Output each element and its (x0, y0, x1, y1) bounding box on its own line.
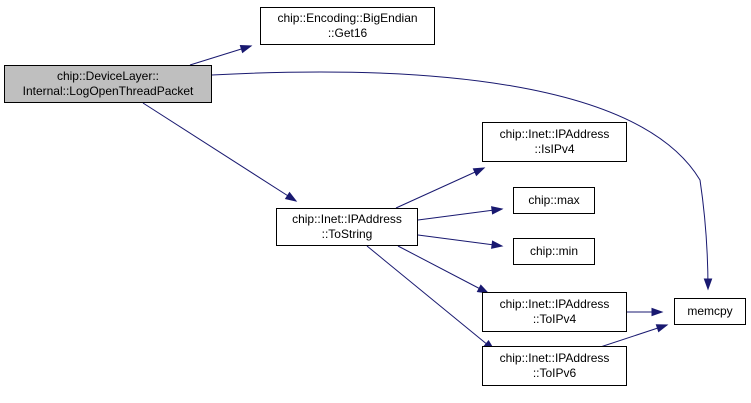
edge-log-to-get16 (189, 45, 253, 66)
node-label-line-1: memcpy (687, 304, 733, 318)
node-label-line-2: ::ToString (321, 227, 373, 241)
arrowhead-icon (239, 45, 253, 54)
arrowhead-icon (655, 324, 669, 333)
node-label-line-2: ::ToIPv4 (532, 312, 577, 326)
node-label-line-1: chip::Encoding::BigEndian (277, 11, 418, 25)
node-label-line-1: chip::Inet::IPAddress (499, 351, 610, 365)
node-label-line-1: chip::min (529, 244, 579, 258)
edge-tostring-to-max (417, 206, 504, 221)
arrowhead-icon (491, 240, 504, 249)
edge-tostring-to-isipv4 (395, 167, 486, 209)
node-chip-min[interactable]: chip::min (513, 238, 595, 265)
node-ipaddress-toipv4[interactable]: chip::Inet::IPAddress ::ToIPv4 (482, 292, 627, 332)
edge-line (397, 245, 489, 294)
node-label-line-1: chip::max (528, 193, 580, 207)
edge-toipv4-to-memcpy (627, 307, 664, 317)
edge-line (211, 71, 709, 290)
node-label-line-2: ::Get16 (327, 26, 368, 40)
edge-tostring-to-min (417, 234, 504, 249)
arrowhead-icon (472, 167, 486, 177)
edge-line (142, 102, 297, 202)
node-ipaddress-isipv4[interactable]: chip::Inet::IPAddress ::IsIPv4 (482, 122, 627, 162)
arrowhead-icon (651, 307, 664, 317)
edge-tostring-to-toipv4 (397, 245, 490, 294)
node-label-line-2: Internal::LogOpenThreadPacket (22, 84, 194, 98)
arrowhead-icon (703, 278, 713, 291)
edge-line (417, 234, 503, 247)
arrowhead-icon (284, 191, 298, 202)
edge-line (395, 167, 485, 209)
node-label-line-1: chip::DeviceLayer:: (56, 69, 160, 83)
node-memcpy[interactable]: memcpy (674, 298, 746, 325)
node-label-line-1: chip::Inet::IPAddress (499, 297, 610, 311)
edge-line (366, 245, 495, 351)
edge-log-to-tostring (142, 102, 298, 202)
node-ipaddress-tostring[interactable]: chip::Inet::IPAddress ::ToString (276, 208, 418, 246)
edge-log-to-memcpy (211, 71, 713, 291)
node-chip-max[interactable]: chip::max (513, 187, 595, 214)
edge-line (189, 45, 252, 66)
node-label-line-2: ::IsIPv4 (534, 142, 575, 156)
node-label-line-1: chip::Inet::IPAddress (292, 212, 402, 226)
node-big-endian-get16[interactable]: chip::Encoding::BigEndian ::Get16 (260, 7, 435, 45)
node-label-line-2: ::ToIPv6 (532, 366, 577, 380)
node-label-line-1: chip::Inet::IPAddress (499, 127, 610, 141)
node-ipaddress-toipv6[interactable]: chip::Inet::IPAddress ::ToIPv6 (482, 346, 627, 386)
arrowhead-icon (491, 206, 504, 215)
edge-line (417, 208, 503, 221)
node-log-open-thread-packet: chip::DeviceLayer:: Internal::LogOpenThr… (4, 65, 212, 103)
